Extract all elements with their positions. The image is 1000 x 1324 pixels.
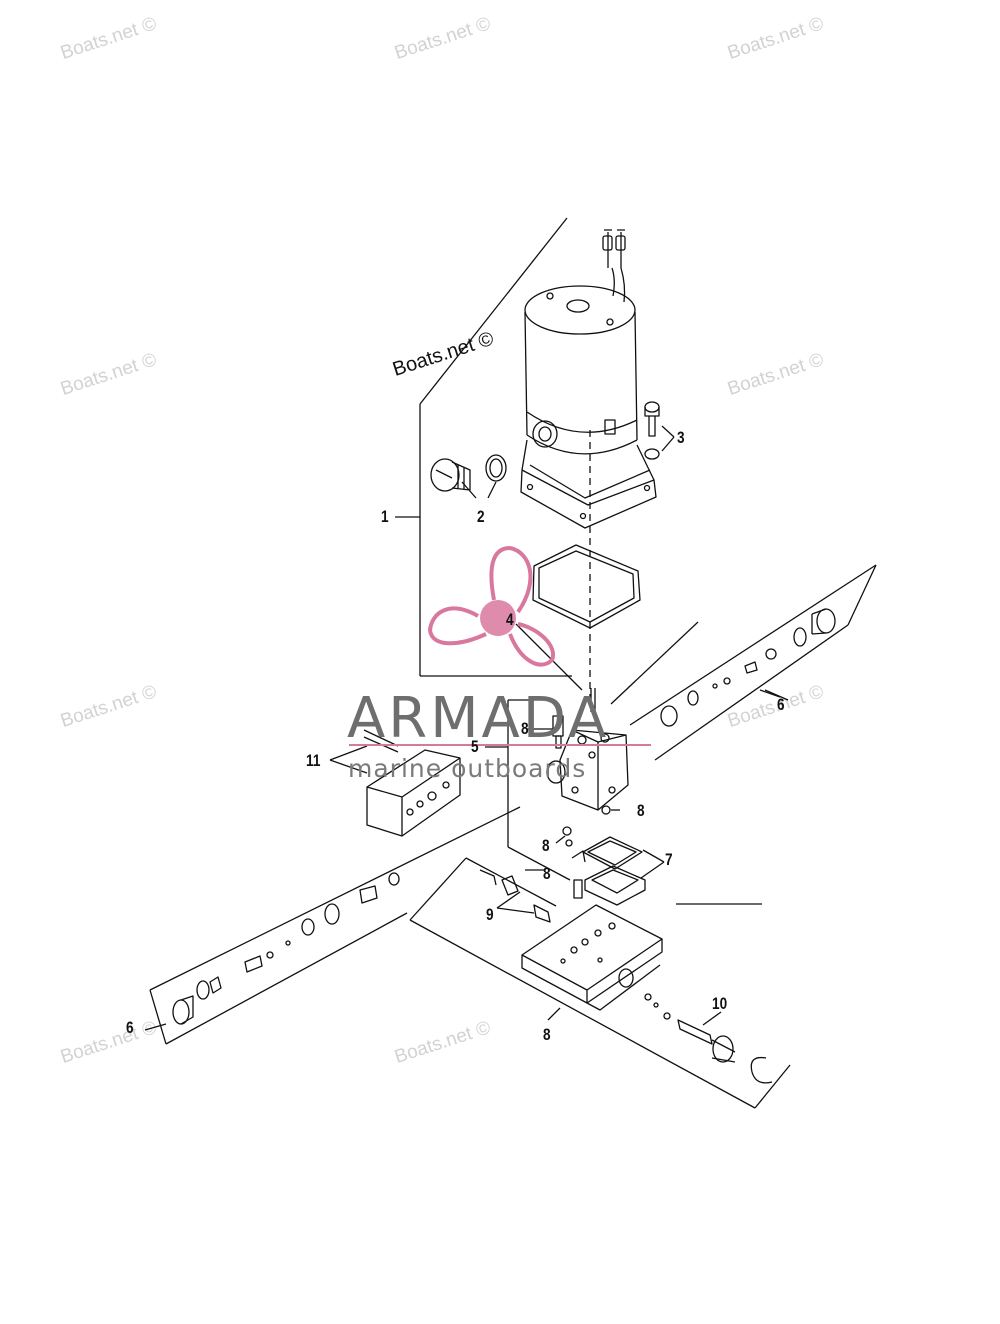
pump-motor [520, 229, 657, 529]
callout-8[interactable]: 8 [637, 801, 645, 820]
leader-lines [525, 689, 789, 871]
valve-series-upper-right [629, 564, 877, 761]
callout-8[interactable]: 8 [521, 719, 529, 738]
shaft-10 [644, 993, 773, 1084]
callout-8[interactable]: 8 [543, 864, 551, 883]
propeller-logo [428, 546, 556, 667]
callout-9[interactable]: 9 [486, 905, 494, 924]
logo-divider [349, 744, 651, 746]
callout-4[interactable]: 4 [506, 610, 514, 629]
callout-7[interactable]: 7 [665, 850, 673, 869]
callout-1[interactable]: 1 [381, 507, 389, 526]
callout-10[interactable]: 10 [712, 994, 728, 1013]
small-parts-8 [555, 805, 620, 899]
callout-5[interactable]: 5 [471, 737, 479, 756]
fill-plug-2 [430, 454, 507, 499]
callout-8[interactable]: 8 [542, 836, 550, 855]
valve-series-lower-left [144, 806, 521, 1045]
gasket-4 [515, 430, 641, 700]
callout-6[interactable]: 6 [126, 1018, 134, 1037]
cover-7 [582, 836, 665, 906]
callout-8[interactable]: 8 [543, 1025, 551, 1044]
screw-3 [644, 401, 675, 460]
callout-2[interactable]: 2 [477, 507, 485, 526]
base-plate [409, 857, 791, 1109]
pin-5 [485, 621, 699, 881]
assembly-bracket-1 [395, 217, 572, 677]
callout-11[interactable]: 11 [306, 751, 321, 770]
valve-body [546, 715, 629, 811]
callout-6[interactable]: 6 [777, 695, 785, 714]
logo-title: ARMADA [347, 686, 610, 751]
callout-3[interactable]: 3 [677, 428, 685, 447]
logo-subtitle: marine outboards [348, 754, 587, 783]
